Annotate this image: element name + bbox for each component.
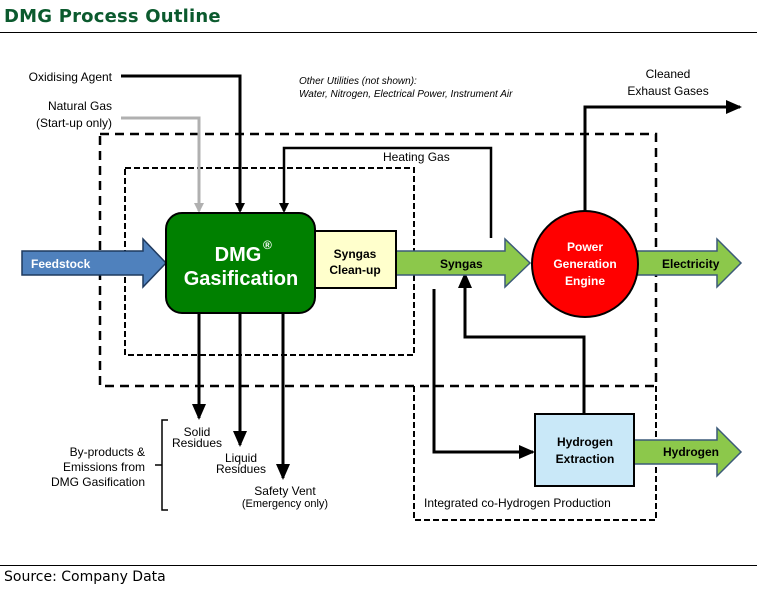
feedstock-label: Feedstock	[31, 257, 91, 271]
hydrogen-output-label: Hydrogen	[663, 445, 719, 459]
heating-gas-line	[279, 146, 493, 238]
hydrogen-return-line	[458, 272, 586, 414]
byproducts-bracket	[155, 419, 168, 511]
hydrogen-box-label-line2: Extraction	[556, 452, 615, 466]
dmg-registered-mark: ®	[263, 238, 272, 252]
source-note: Source: Company Data	[4, 569, 166, 585]
hydrogen-extraction-box[interactable]	[534, 413, 635, 487]
utilities-note-line2: Water, Nitrogen, Electrical Power, Instr…	[299, 89, 513, 100]
electricity-arrow[interactable]	[635, 237, 743, 289]
natural-gas-label-line1: Natural Gas	[48, 99, 112, 113]
exhaust-line	[583, 100, 742, 211]
inner-dashed-boundary	[124, 167, 415, 356]
safety-vent-label-line2: (Emergency only)	[242, 498, 328, 510]
title-divider	[0, 32, 757, 33]
cleanup-label-line1: Syngas	[334, 247, 377, 261]
utilities-note-line1: Other Utilities (not shown):	[299, 76, 417, 87]
byproducts-group-label-line2: Emissions from	[63, 460, 145, 474]
electricity-label: Electricity	[662, 257, 720, 271]
page-title: DMG Process Outline	[4, 6, 221, 27]
oxidising-agent-line	[121, 74, 245, 213]
hydrogen-arrow[interactable]	[633, 426, 743, 478]
cleanup-label-line2: Clean-up	[329, 263, 380, 277]
heating-gas-label: Heating Gas	[383, 150, 450, 164]
co-hydrogen-region-label: Integrated co-Hydrogen Production	[424, 496, 611, 510]
power-generation-engine[interactable]	[531, 210, 639, 318]
outer-dashed-boundary	[98, 132, 658, 388]
dmg-label: DMG	[215, 244, 262, 266]
feedstock-arrow[interactable]	[21, 237, 168, 289]
power-label-line1: Power	[567, 240, 603, 254]
safety-vent-label-line1: Safety Vent	[254, 484, 316, 498]
byproducts-group-label-line1: By-products &	[70, 445, 145, 459]
natural-gas-label-line2: (Start-up only)	[36, 116, 112, 130]
liquid-residues-label-line1: Liquid	[225, 451, 257, 465]
oxidising-agent-label: Oxidising Agent	[29, 70, 113, 84]
syngas-arrow[interactable]	[395, 237, 532, 289]
exhaust-label-line1: Cleaned	[646, 67, 691, 81]
syngas-to-hydrogen-line	[432, 289, 535, 459]
solid-residues-label-line2: Residues	[172, 436, 222, 450]
hydrogen-box-label-line1: Hydrogen	[557, 435, 613, 449]
solid-residues-label-line1: Solid	[184, 425, 211, 439]
power-label-line2: Generation	[553, 257, 616, 271]
syngas-label: Syngas	[440, 257, 483, 271]
natural-gas-line	[121, 116, 204, 213]
syngas-cleanup-box[interactable]	[314, 230, 397, 289]
exhaust-label-line2: Exhaust Gases	[627, 84, 708, 98]
gasification-label: Gasification	[184, 268, 298, 290]
liquid-residues-label-line2: Residues	[216, 462, 266, 476]
footer-divider	[0, 565, 757, 566]
byproducts-group-label-line3: DMG Gasification	[51, 475, 145, 489]
power-label-line3: Engine	[565, 274, 605, 288]
